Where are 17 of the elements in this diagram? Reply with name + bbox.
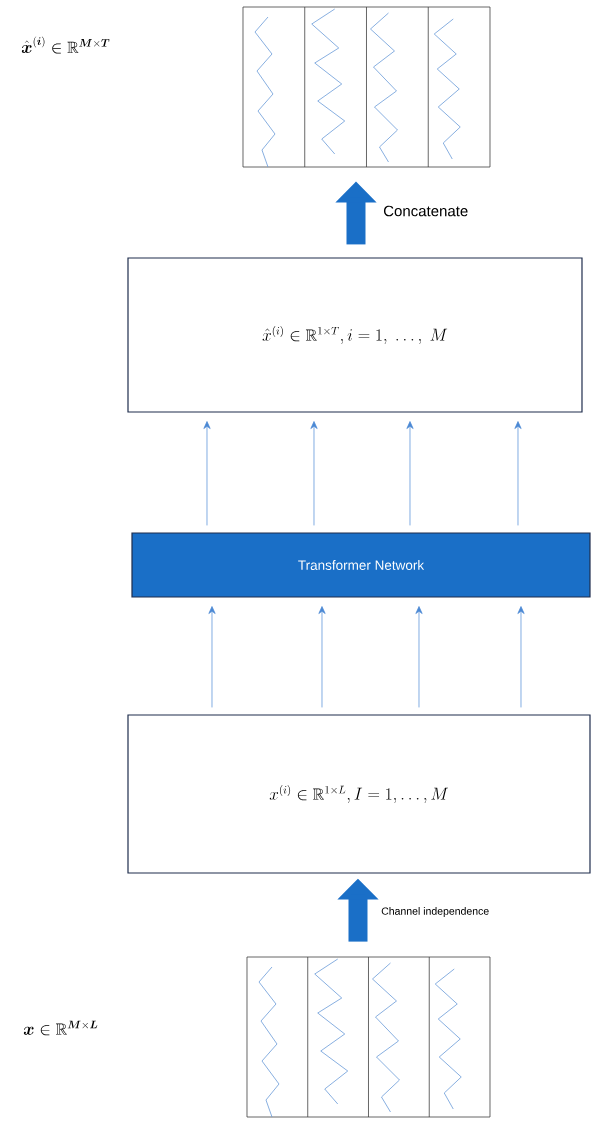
- formula-box: $\hat{x}^{(i)} \in \mathbb{R}^{1\times T}, i = 1,\ \dots,\ M$: [127, 257, 583, 413]
- channel-strip-drawing: [242, 6, 491, 168]
- arrow: [208, 606, 216, 708]
- arrow: [310, 421, 318, 526]
- arrow: [406, 421, 414, 526]
- edge-label: Concatenate: [382, 204, 470, 218]
- formula-box: $x^{(i)} \in \mathbb{R}^{1\times L}, I = 1, \dots, M$: [127, 714, 591, 874]
- formula-label: $\hat{\boldsymbol{x}}^{(\boldsymbol{i})} \in \mathbb{R}^{\boldsymbol{M}\times\boldsymbol{T}}$: [21, 36, 110, 54]
- formula-label: $\boldsymbol{x} \in \mathbb{R}^{\boldsymbol{M}\times\boldsymbol{L}}$: [23, 1020, 98, 1036]
- arrow: [203, 421, 211, 526]
- edge-label: Channel independence: [380, 906, 491, 918]
- arrow: [415, 606, 423, 708]
- channel-strip-drawing: [246, 956, 491, 1118]
- network-box: Transformer Network: [131, 532, 591, 598]
- arrow: [514, 421, 522, 526]
- arrow: [517, 606, 525, 708]
- arrow: [318, 606, 326, 708]
